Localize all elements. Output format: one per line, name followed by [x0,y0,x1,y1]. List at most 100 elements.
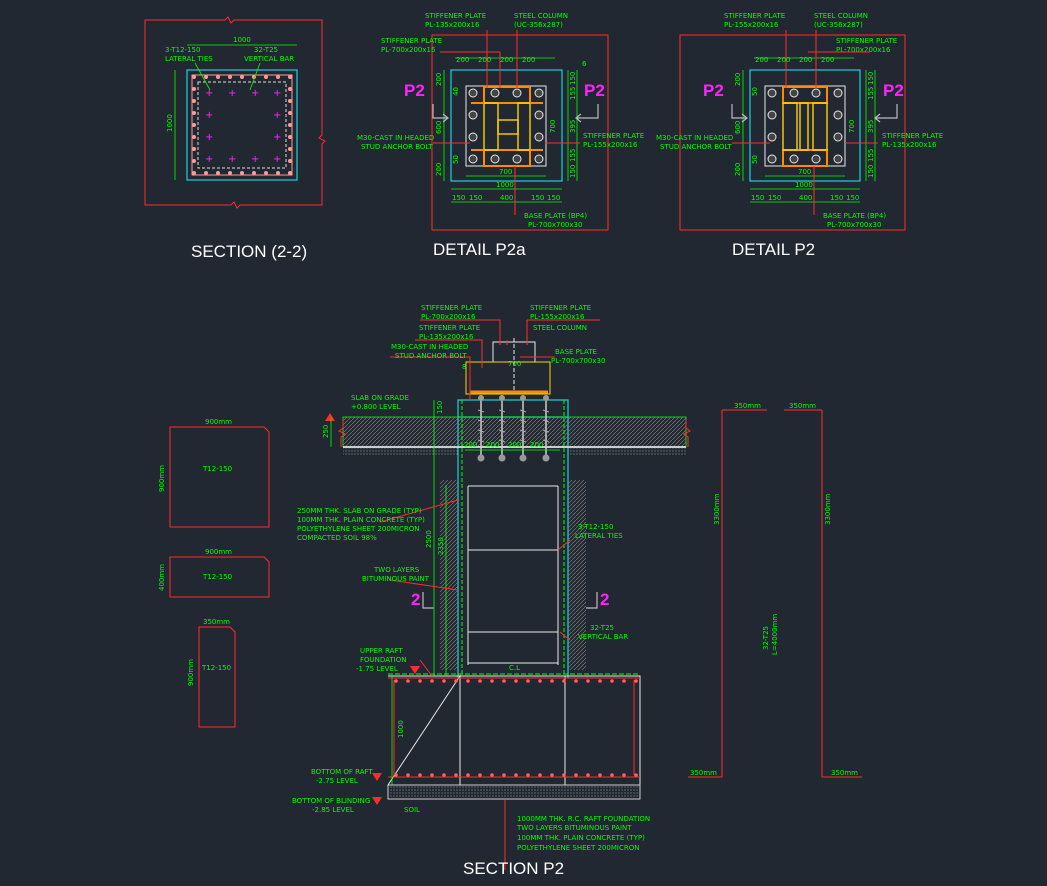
bolt-end [542,454,550,462]
title-section-2-2: SECTION (2-2) [191,242,307,261]
raft-bar-dot [598,773,602,777]
rebar-dot [240,75,244,79]
rebar-dot [288,99,292,103]
plus-mark: + [251,154,259,165]
dim-1000: 1000 [496,181,514,189]
vbar-mark-1: 32-T25 [762,626,770,650]
top-dim-2: 200 [478,56,491,64]
tie3-width: 350mm [203,618,230,626]
plus-mark: + [251,88,259,99]
detail-p2a: STIFFENER PLATE PL-135x200x16 STEEL COLU… [357,12,644,259]
rebar-dot [228,171,232,175]
upper-raft-1: UPPER RAFT [360,647,403,655]
bottom-raft-1: BOTTOM OF RAFT [311,768,373,776]
title-section-p2: SECTION P2 [463,859,564,878]
vbar-bot-left: 350mm [690,769,717,777]
steel-column-plates [782,86,828,167]
right-dim-1: 150 [867,72,875,85]
bolt-icon [833,132,843,142]
bolt-icon [534,110,544,120]
pedestal-outline [749,69,861,182]
top-dim-4: 200 [522,56,535,64]
bolt-icon [490,88,500,98]
raft-bar-dot [406,773,410,777]
rebar-dot [192,87,196,91]
bolt-icon [512,88,522,98]
stiffener-a-2: PL-700x200x16 [421,313,476,321]
lateral-ties-2: LATERAL TIES [575,532,623,540]
lateral-ties-label-2: LATERAL TIES [165,55,213,63]
raft-bar-dot [574,679,578,683]
stud-1: M30-CAST IN HEADED [391,343,468,351]
raft-bar-dot [394,679,398,683]
base-plate-2: PL-700x700x30 [827,221,881,229]
bituminous-1: TWO LAYERS [373,566,420,574]
bolt-thread [477,429,485,433]
bottom-dim-5: 150 [846,194,859,202]
bottom-dim-3: 400 [500,194,513,202]
dim-700: 700 [508,360,521,368]
bolt-thread [498,439,506,443]
right-dim-3: 395 [867,120,875,133]
dim-700: 700 [798,168,811,176]
section-mark-right: P2 [883,81,904,100]
upper-raft-3: -1.75 LEVEL [356,665,398,673]
base-plate-2: PL-700x700x30 [528,221,582,229]
plus-mark: + [205,88,213,99]
slab-1: SLAB ON GRADE [351,394,409,402]
raft-bar-dot [490,773,494,777]
bottom-dim-4: 150 [531,194,544,202]
bottom-dim-3: 400 [799,194,812,202]
right-dim-2: 155 [867,87,875,100]
raft-bar-dot [478,773,482,777]
bolt-icon [490,154,500,164]
stud-1: M30-CAST IN HEADED [357,134,434,142]
bolt-thread [519,409,527,413]
raft-bar-dot [634,679,638,683]
dim-700-v: 700 [549,120,557,133]
stiffener-b-2: PL-155x200x16 [530,313,585,321]
steel-column-1: STEEL COLUMN [514,12,568,20]
rebar-dot [288,111,292,115]
bolt-icon [789,88,799,98]
title-detail-p2: DETAIL P2 [732,240,815,259]
steel-column-label: STEEL COLUMN [533,324,587,332]
section-mark-right: P2 [584,81,605,100]
vertical-bar-1: 32-T25 [590,624,614,632]
raft-bar-dot [478,679,482,683]
left-small-2: 50 [452,155,460,164]
rebar-dot [288,87,292,91]
rebar-dot [264,75,268,79]
base-plate-1: BASE PLATE (BP4) [524,212,587,220]
stiffener-right-2: PL-155x200x16 [583,141,638,149]
bolt-dim-3: 200 [508,441,521,449]
raft-bar-dot [574,773,578,777]
bolt-dim-1: 200 [464,441,477,449]
pedestal-head [457,399,569,418]
rebar-dot [276,75,280,79]
vbar-bot-right: 350mm [831,769,858,777]
lateral-ties-1: 3-T12-150 [578,523,613,531]
stiffeners [465,361,551,395]
vbar-len-right: 3300mm [824,493,832,525]
left-small-1: 40 [452,87,460,96]
soil-label: SOIL [404,806,420,814]
bolt-thread [542,409,550,413]
raft-bar-dot [610,773,614,777]
rebar-dot [228,75,232,79]
bottom-dim-1: 150 [751,194,764,202]
bolt-end [498,454,506,462]
rebar-dot [288,75,292,79]
vbar-right [784,409,862,778]
stiffener-b-1: STIFFENER PLATE [530,304,591,312]
slab-note-2: 100MM THK. PLAIN CONCRETE (TYP) [297,516,425,524]
raft-bar-dot [466,773,470,777]
bolt-icon [534,132,544,142]
raft-bar-dot [586,773,590,777]
base-plate [465,85,547,167]
section-mark-left: 2 [411,590,420,609]
right-dim-2: 155 [569,87,577,100]
title-detail-p2a: DETAIL P2a [433,240,526,259]
raft-bar-dot [514,679,518,683]
base-plate [764,85,846,167]
